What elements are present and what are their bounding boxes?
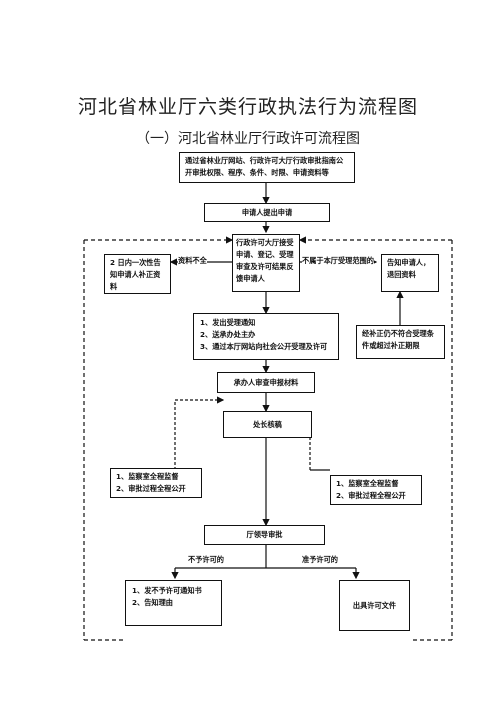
label-permitted: 准予许可的 <box>302 555 338 565</box>
chart-subtitle: （一）河北省林业厅行政许可流程图 <box>136 131 360 147</box>
box-chief-review: 处长核稿 <box>223 411 312 438</box>
box-publish-guide: 通过省林业厅网站、行政许可大厅行政审批指南公开审批权限、程序、条件、时限、申请资… <box>179 152 355 183</box>
supervise-right-line-1: 1、监察室全程监督 <box>336 479 399 488</box>
supervise-left-line-2: 2、审批过程全程公开 <box>116 484 186 493</box>
accept-notice-line-2: 2、送承办处主办 <box>200 330 256 339</box>
box-leader-approval: 厅领导审批 <box>204 525 325 545</box>
box-supervise-right: 1、监察室全程监督 2、审批过程全程公开 <box>330 475 422 505</box>
label-not-permitted: 不予许可的 <box>188 555 224 565</box>
box-supervise-left: 1、监察室全程监督 2、审批过程全程公开 <box>110 468 202 498</box>
accept-notice-line-3: 3、通过本厅网站向社会公开受理及许可 <box>200 342 328 351</box>
box-review: 承办人审查申报材料 <box>217 372 315 393</box>
box-still-fail: 经补正仍不符合受理条件或超过补正期限 <box>356 325 445 359</box>
box-issue-permit: 出具许可文件 <box>339 580 410 631</box>
box-notify-return: 告知申请人，退回资料 <box>381 254 439 292</box>
box-deny: 1、发不予许可通知书 2、告知理由 <box>125 580 222 626</box>
label-incomplete: 资料不全 <box>178 256 207 266</box>
deny-line-1: 1、发不予许可通知书 <box>132 586 202 595</box>
page-title: 河北省林业厅六类行政执法行为流程图 <box>77 96 418 118</box>
supervise-left-line-1: 1、监察室全程监督 <box>116 472 179 481</box>
supervise-right-line-2: 2、审批过程全程公开 <box>336 491 406 500</box>
box-accept-notice: 1、发出受理通知 2、送承办处主办 3、通过本厅网站向社会公开受理及许可 <box>193 313 339 360</box>
deny-line-2: 2、告知理由 <box>132 598 173 607</box>
accept-notice-line-1: 1、发出受理通知 <box>200 318 256 327</box>
box-supplement: 2 日内一次性告知申请人补正资料 <box>104 254 171 294</box>
box-permit-hall: 行政许可大厅接受申请、登记、受理审查及许可结果反馈申请人 <box>232 234 300 292</box>
box-apply: 申请人提出申请 <box>204 203 330 222</box>
label-out-of-scope: 不属于本厅受理范围的 <box>302 256 374 266</box>
